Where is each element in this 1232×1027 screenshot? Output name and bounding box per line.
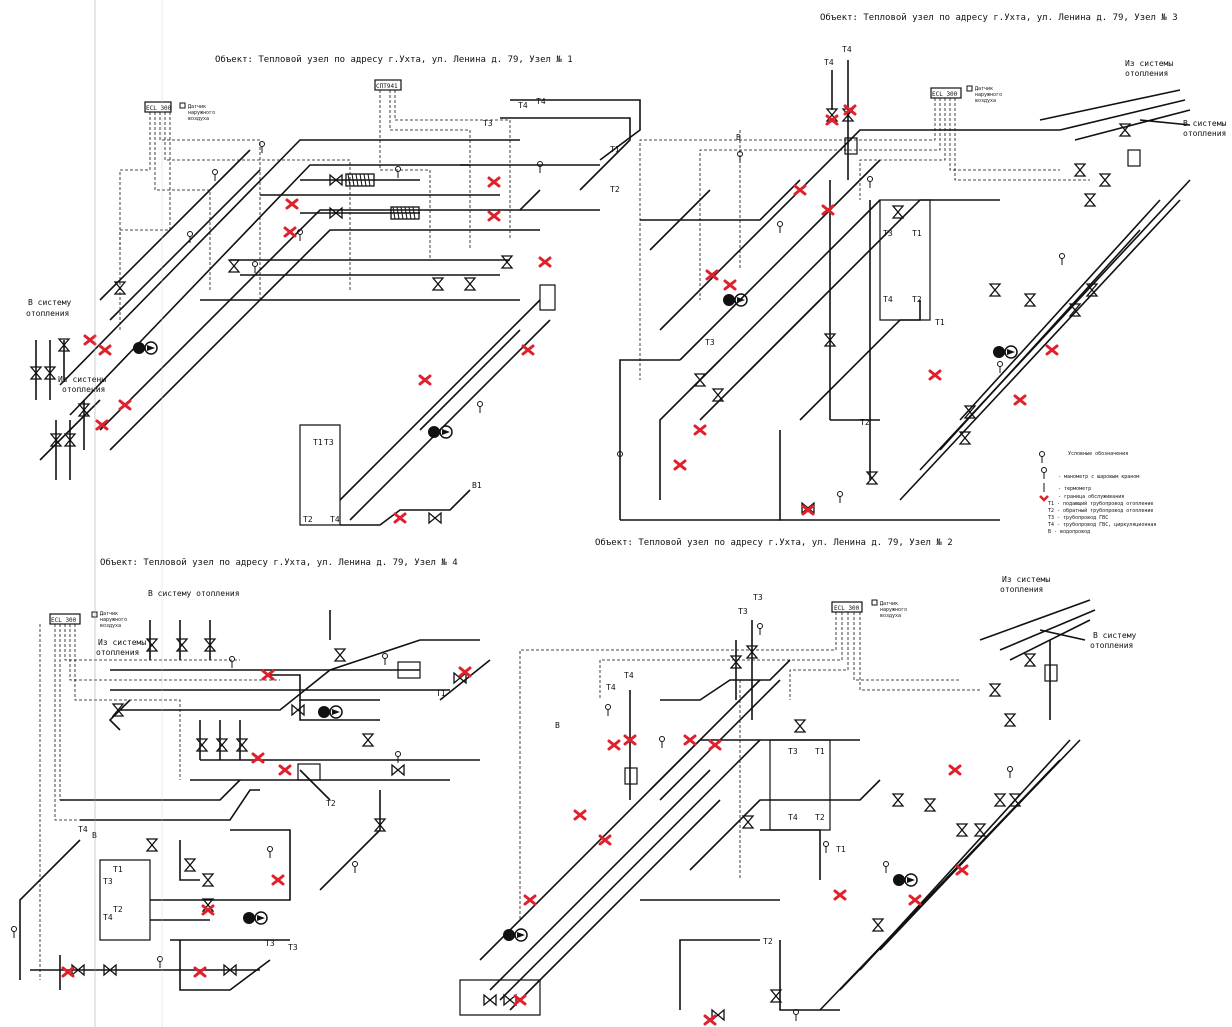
svg-text:B: B — [92, 831, 97, 840]
svg-text:В систему отопления: В систему отопления — [148, 589, 240, 598]
svg-text:T1: T1 — [610, 145, 620, 154]
svg-text:наружного: наружного — [880, 607, 907, 613]
svg-text:T2: T2 — [912, 295, 922, 304]
svg-text:T4: T4 — [883, 295, 893, 304]
svg-text:T2: T2 — [113, 905, 123, 914]
svg-text:T4: T4 — [606, 683, 616, 692]
svg-text:отопления: отопления — [1125, 69, 1168, 78]
svg-text:отопления: отопления — [1183, 129, 1226, 138]
svg-text:СПТ941: СПТ941 — [376, 83, 398, 90]
svg-text:отопления: отопления — [96, 648, 139, 657]
svg-text:отопления: отопления — [26, 309, 69, 318]
title-node-1: Объект: Тепловой узел по адресу г.Ухта, … — [215, 54, 573, 65]
node-1-labels: ECL 300 СПТ941 Датчик наружного воздуха … — [26, 83, 620, 524]
svg-text:Условные обозначения: Условные обозначения — [1068, 450, 1128, 457]
svg-text:В систему: В систему — [28, 298, 72, 307]
svg-text:Датчик: Датчик — [880, 601, 898, 607]
svg-text:T1: T1 — [912, 229, 922, 238]
node-4-labels: ECL 300 Датчик наружного воздуха В систе… — [51, 589, 446, 952]
svg-text:T1 - подающий трубопровод отоп: T1 - подающий трубопровод отопление — [1048, 500, 1153, 507]
svg-text:T3: T3 — [883, 229, 893, 238]
svg-text:Из системы: Из системы — [98, 638, 146, 647]
svg-text:T4: T4 — [103, 913, 113, 922]
title-node-4: Объект: Тепловой узел по адресу г.Ухта, … — [100, 557, 458, 568]
svg-text:T3: T3 — [324, 438, 334, 447]
svg-text:отопления: отопления — [1000, 585, 1043, 594]
scheme-node-1 — [35, 79, 641, 526]
svg-text:B: B — [555, 721, 560, 730]
scheme-node-3 — [619, 60, 1191, 521]
svg-text:B1: B1 — [472, 481, 482, 490]
legend: Условные обозначения - манометр с шаровы… — [1039, 450, 1156, 535]
svg-text:В систему: В систему — [1093, 631, 1137, 640]
svg-text:T4: T4 — [78, 825, 88, 834]
svg-text:T3 - трубопровод ГВС: T3 - трубопровод ГВС — [1048, 514, 1108, 521]
svg-text:T2: T2 — [326, 799, 336, 808]
svg-text:воздуха: воздуха — [100, 623, 121, 629]
title-node-3: Объект: Тепловой узел по адресу г.Ухта, … — [820, 12, 1178, 23]
svg-text:T3: T3 — [788, 747, 798, 756]
svg-text:T1: T1 — [815, 747, 825, 756]
svg-text:T4: T4 — [518, 101, 528, 110]
svg-text:Из систены: Из систены — [58, 375, 106, 384]
svg-text:T4: T4 — [842, 45, 852, 54]
svg-text:T4: T4 — [824, 58, 834, 67]
scheme-node-2 — [459, 599, 1096, 1016]
svg-text:наружного: наружного — [975, 92, 1002, 98]
svg-text:T4: T4 — [330, 515, 340, 524]
node-2-labels: ECL 300 Датчик наружного воздуха Из сист… — [555, 575, 1137, 946]
svg-text:T4 - трубопровод ГВС, циркуляц: T4 - трубопровод ГВС, циркуляционная — [1048, 521, 1156, 528]
svg-text:T3: T3 — [738, 607, 748, 616]
svg-text:T4: T4 — [624, 671, 634, 680]
node-1-symbols — [30, 141, 552, 524]
svg-text:T3: T3 — [288, 943, 298, 952]
svg-text:T3: T3 — [705, 338, 715, 347]
svg-text:воздуха: воздуха — [880, 613, 901, 619]
svg-text:T3: T3 — [265, 939, 275, 948]
svg-text:Из системы: Из системы — [1002, 575, 1050, 584]
svg-text:T2: T2 — [815, 813, 825, 822]
svg-text:ECL 300: ECL 300 — [932, 91, 958, 98]
svg-text:ECL 300: ECL 300 — [146, 105, 172, 112]
svg-text:- манометр с шаровым краном: - манометр с шаровым краном — [1058, 474, 1139, 480]
svg-text:T3: T3 — [483, 119, 493, 128]
svg-text:Из системы: Из системы — [1125, 59, 1173, 68]
svg-text:В системы: В системы — [1183, 119, 1227, 128]
svg-text:T2: T2 — [763, 937, 773, 946]
svg-text:Датчик: Датчик — [975, 86, 993, 92]
svg-text:T2: T2 — [860, 418, 870, 427]
svg-text:- граница обслуживания: - граница обслуживания — [1058, 493, 1124, 500]
svg-text:T1: T1 — [113, 865, 123, 874]
scheme-node-4 — [19, 610, 491, 991]
node-3-labels: ECL 300 Датчик наружного воздуха Из сист… — [705, 45, 1227, 427]
node-2-symbols — [483, 623, 1036, 1026]
svg-text:отопления: отопления — [1090, 641, 1133, 650]
svg-text:T2 - обратный трубопровод отоп: T2 - обратный трубопровод отопление — [1048, 507, 1153, 514]
svg-text:T4: T4 — [788, 813, 798, 822]
svg-text:отопления: отопления — [62, 385, 105, 394]
svg-text:T1: T1 — [836, 845, 846, 854]
svg-text:- термометр: - термометр — [1058, 486, 1091, 492]
svg-text:Датчик: Датчик — [100, 611, 118, 617]
svg-text:ECL 300: ECL 300 — [51, 617, 77, 624]
svg-text:ECL 300: ECL 300 — [834, 605, 860, 612]
svg-text:B - водопровод: B - водопровод — [1048, 529, 1090, 535]
svg-text:T1: T1 — [436, 689, 446, 698]
svg-text:T1: T1 — [935, 318, 945, 327]
svg-text:наружного: наружного — [188, 110, 215, 116]
svg-text:T4: T4 — [536, 97, 546, 106]
svg-text:B: B — [736, 133, 741, 142]
svg-text:наружного: наружного — [100, 617, 127, 623]
svg-text:T2: T2 — [610, 185, 620, 194]
svg-text:Датчик: Датчик — [188, 104, 206, 110]
svg-text:T1: T1 — [313, 438, 323, 447]
svg-text:T2: T2 — [303, 515, 313, 524]
svg-text:T3: T3 — [753, 593, 763, 602]
svg-text:T3: T3 — [103, 877, 113, 886]
title-node-2: Объект: Тепловой узел по адресу г.Ухта, … — [595, 537, 953, 548]
svg-text:воздуха: воздуха — [975, 98, 996, 104]
svg-text:воздуха: воздуха — [188, 116, 209, 122]
